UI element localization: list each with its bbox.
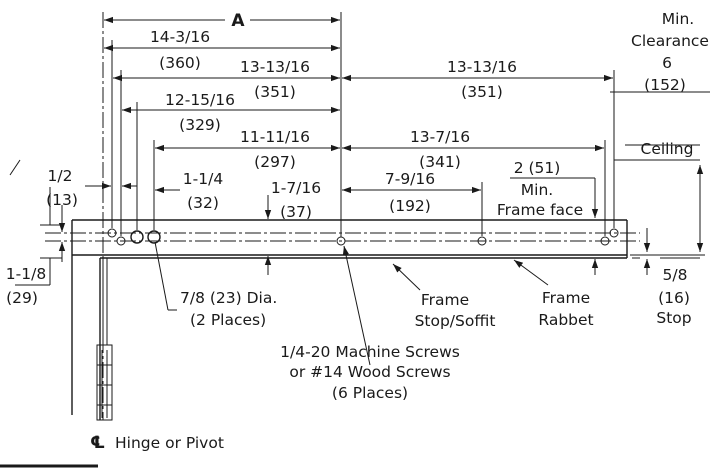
label-ceiling: Ceiling [641,140,694,158]
dim-16: (16) [658,289,690,307]
callout-text: 7/8 (23) Dia. (2 Places) Frame Stop/Soff… [90,289,594,453]
dim-13-13-16-right: 13-13/16 [447,58,517,76]
label-screws-1: 1/4-20 Machine Screws [280,343,460,361]
label-screws-3: (6 Places) [332,384,408,402]
dim-360: (360) [159,54,201,72]
label-frame-rabbet-1: Frame [542,289,590,307]
dim-2-51: 2 (51) [514,159,561,177]
centerline-icon: ℄ [90,433,105,453]
dim-297: (297) [254,153,296,171]
label-screws-2: or #14 Wood Screws [289,363,450,381]
screw-hole [116,236,126,246]
dim-12-15-16: 12-15/16 [165,91,235,109]
dim-29: (29) [6,289,38,307]
large-hole [147,230,161,244]
screw-hole [600,236,610,246]
dim-1-2: 1/2 [48,167,73,185]
label-two-places: (2 Places) [190,311,266,329]
label-frame-stop-2: Stop/Soffit [415,312,496,330]
dim-13: (13) [46,191,78,209]
dim-1-7-16: 1-7/16 [271,179,321,197]
label-stop: Stop [656,309,691,327]
dim-341: (341) [419,153,461,171]
dim-a-label: A [231,11,245,31]
dim-5-8: 5/8 [663,266,688,284]
dim-192: (192) [389,197,431,215]
dim-7-9-16: 7-9/16 [385,170,435,188]
dimension-lines [15,16,710,366]
frame-geometry [0,12,640,468]
screw-hole [477,236,487,246]
dim-32: (32) [187,194,219,212]
label-frame-rabbet-2: Rabbet [538,311,593,329]
dim-13-7-16: 13-7/16 [410,128,470,146]
label-frame-face: Frame face [497,201,583,219]
dim-351-left: (351) [254,83,296,101]
label-hinge-or-pivot: Hinge or Pivot [115,434,224,452]
dim-152: (152) [644,76,686,94]
label-frame-stop-1: Frame [421,291,469,309]
screw-hole [107,228,117,238]
dim-329: (329) [179,116,221,134]
dim-11-11-16: 11-11/16 [240,128,310,146]
dim-14-3-16: 14-3/16 [150,28,210,46]
dim-13-13-16-left: 13-13/16 [240,58,310,76]
label-min-clearance-1: Min. [662,10,694,28]
extension-lines [111,12,705,256]
dim-1-1-8: 1-1/8 [6,265,46,283]
dimension-text: A 14-3/16 (360) 13-13/16 (351) 13-13/16 … [6,10,709,327]
dim-1-1-4: 1-1/4 [183,170,223,188]
dim-351-right: (351) [461,83,503,101]
hinge-leaf [96,344,113,421]
label-hole-dia: 7/8 (23) Dia. [180,289,277,307]
label-min-clearance-2: Clearance [631,32,709,50]
dim-37: (37) [280,203,312,221]
label-min-frame: Min. [521,181,553,199]
screw-hole [609,228,619,238]
large-hole [130,230,144,244]
dim-6: 6 [662,54,672,72]
